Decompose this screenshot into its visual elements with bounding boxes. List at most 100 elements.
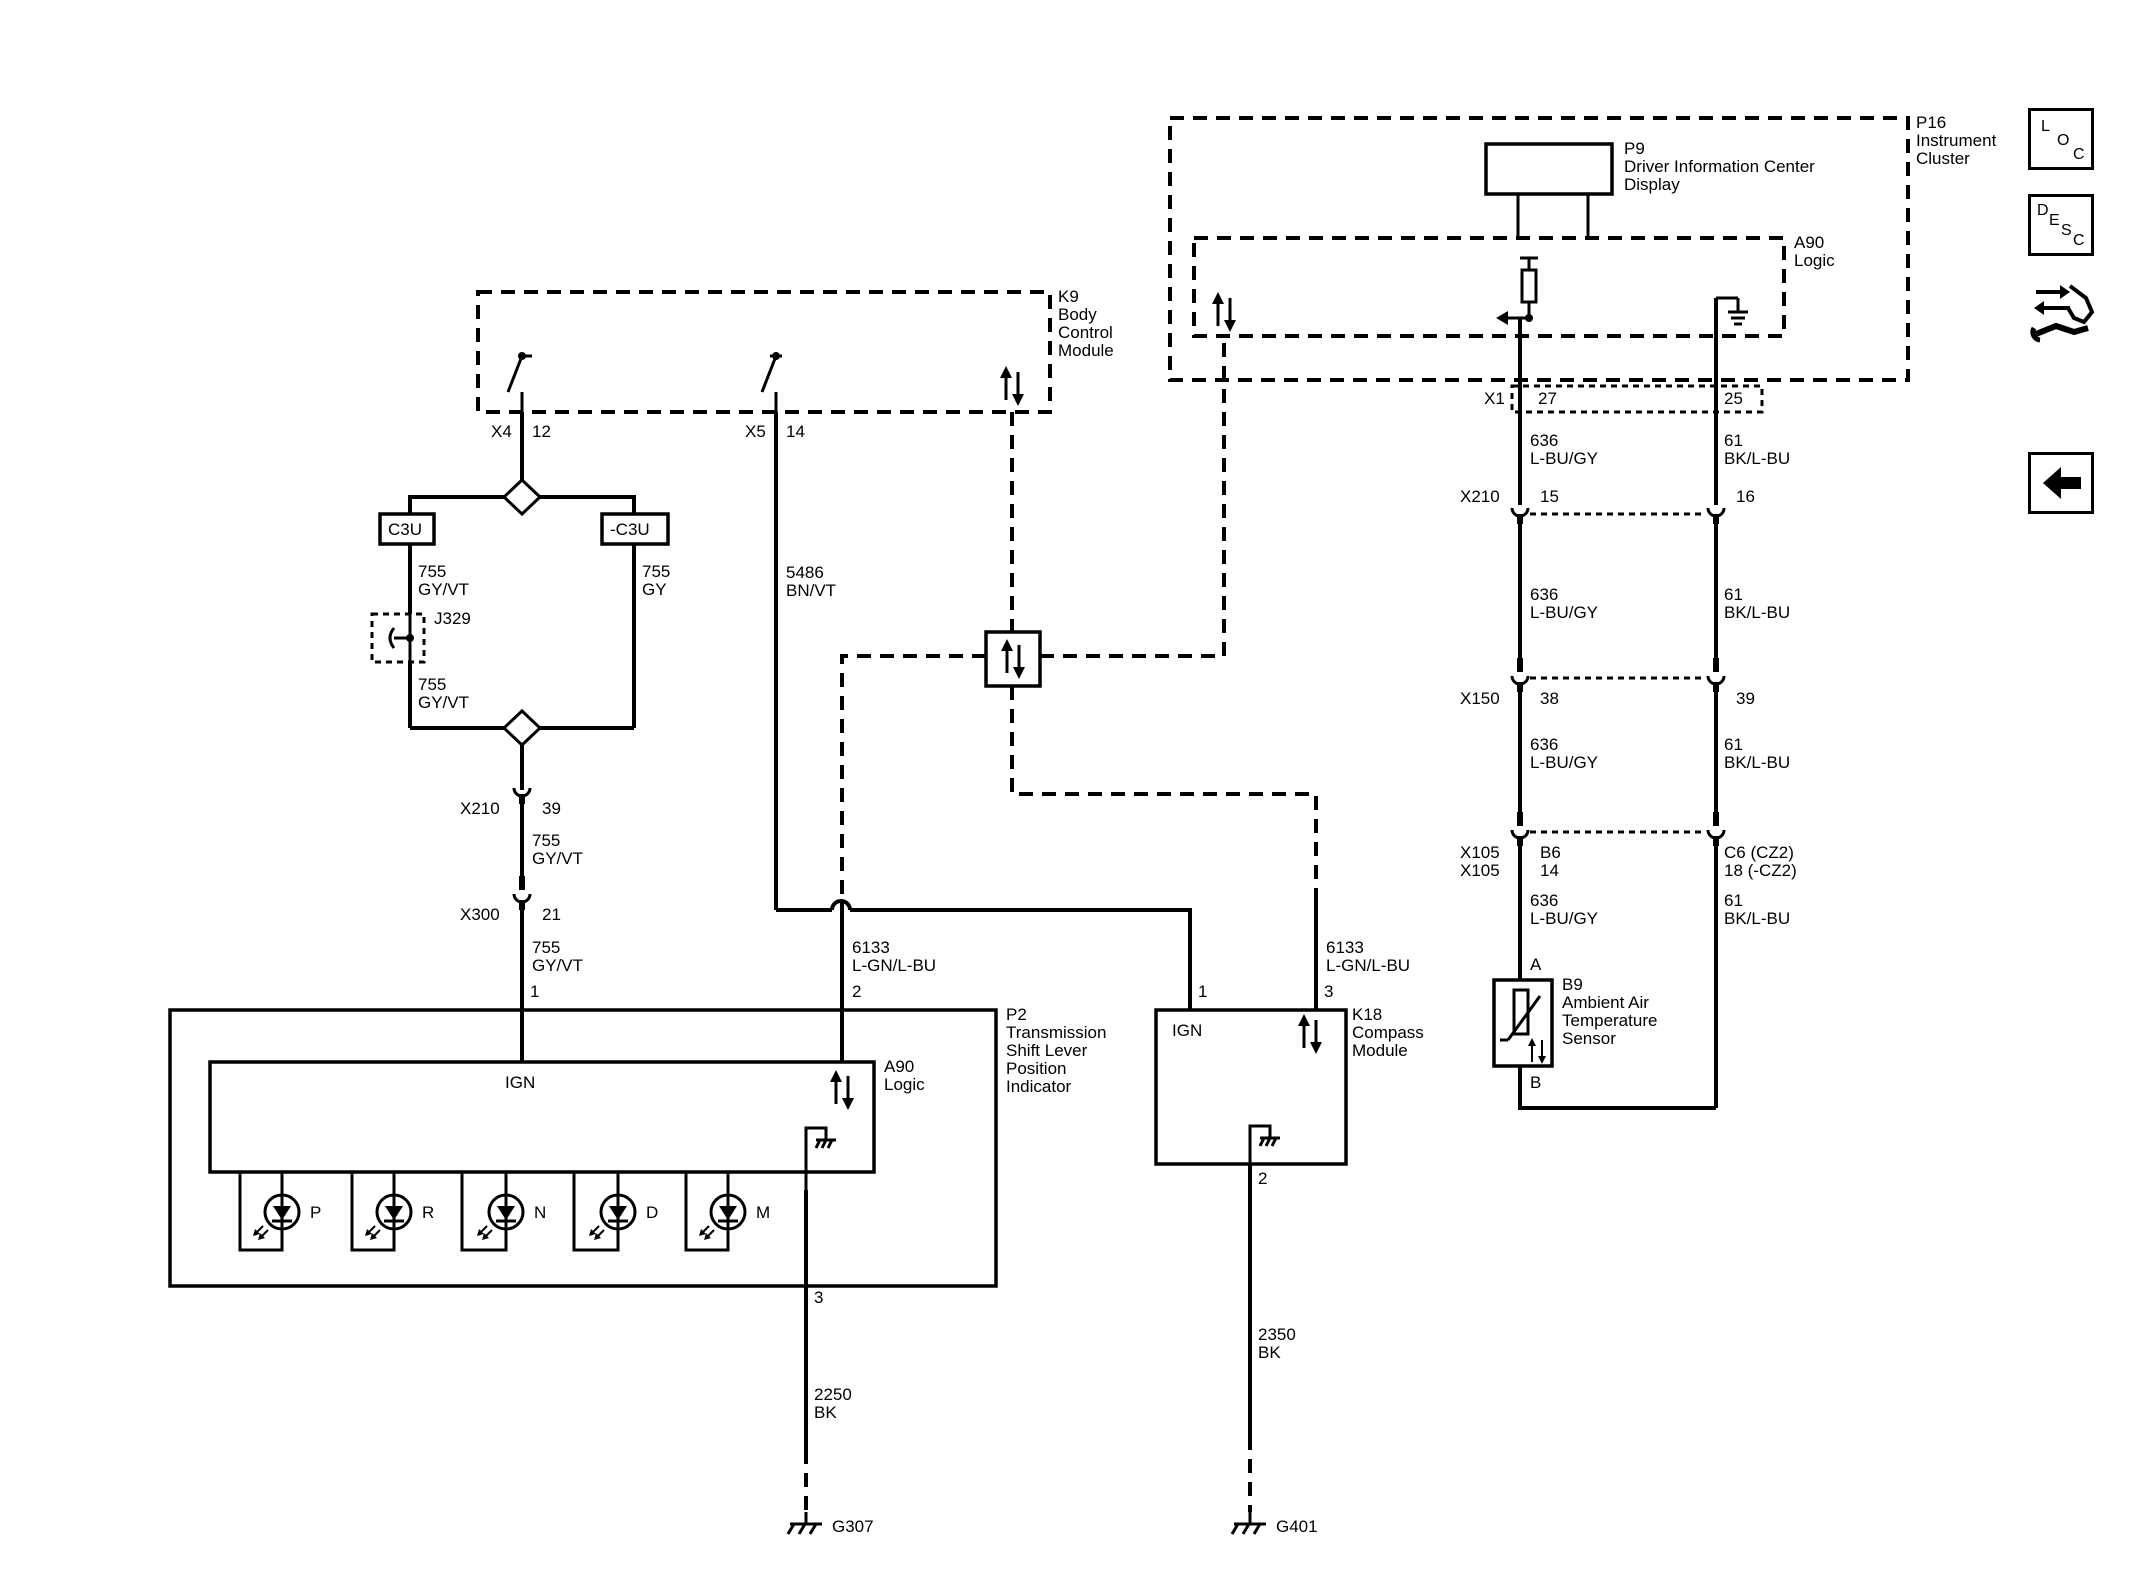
k9-name-line3: Module (1058, 341, 1114, 360)
x105-c6-label: C6 (CZ2) (1724, 843, 1794, 862)
left-branch-circuit-755: C3U -C3U 755 GY/VT 755 GY J329 755 GY/VT… (370, 412, 670, 1062)
wire-636-3-color: L-BU/GY (1530, 753, 1598, 772)
p9-display-box (1484, 142, 1614, 196)
p16-a90-name: Logic (1794, 251, 1835, 270)
p2-name-line2: Shift Lever (1006, 1041, 1088, 1060)
x150-pin1: 38 (1540, 689, 1559, 708)
led-n-label: N (534, 1203, 546, 1222)
wire-6133-a-color: L-GN/L-BU (852, 956, 936, 975)
x105-b6-pin: 14 (1540, 861, 1559, 880)
splice-top-icon (501, 477, 543, 517)
wire-755-gyvt-4-num: 755 (532, 938, 560, 957)
p2-a90-name: Logic (884, 1075, 925, 1094)
connector-tool-button[interactable] (2030, 278, 2096, 348)
wire-636-1-color: L-BU/GY (1530, 449, 1598, 468)
p2-name-line1: Transmission (1006, 1023, 1106, 1042)
wire-61-4-color: BK/L-BU (1724, 909, 1790, 928)
thermistor-icon (1500, 988, 1546, 1064)
b9-name-line1: Ambient Air (1562, 993, 1649, 1012)
k9-pin-x4: 12 (532, 422, 551, 441)
k9-switch-x5-icon (760, 352, 782, 412)
wire-61-2-color: BK/L-BU (1724, 603, 1790, 622)
desc-letter-s: S (2061, 222, 2072, 239)
wire-61-2-num: 61 (1724, 585, 1743, 604)
option-c3u-box (378, 512, 436, 546)
k9-body-control-module: K9 Body Control Module X4 12 X5 14 (476, 287, 1114, 441)
wire-61-1-color: BK/L-BU (1724, 449, 1790, 468)
back-button[interactable] (2028, 452, 2094, 514)
b9-name-line2: Temperature (1562, 1011, 1657, 1030)
ground-g307-icon (786, 1510, 824, 1536)
x150-pin2: 39 (1736, 689, 1755, 708)
x210-left-conn: X210 (460, 799, 500, 818)
wire-636-2-num: 636 (1530, 585, 1558, 604)
wire-755-gy-num: 755 (642, 562, 670, 581)
x105-c6-alt: 18 (-CZ2) (1724, 861, 1797, 880)
serial-data-splice-icon (999, 637, 1027, 681)
wire-755-gyvt-4-color: GY/VT (532, 956, 583, 975)
wire-636-2-color: L-BU/GY (1530, 603, 1598, 622)
led-m-indicator: M (684, 1172, 770, 1252)
k18-pin-3: 3 (1324, 982, 1333, 1001)
x150-38-connector-icon (1510, 674, 1530, 694)
wire-2250-num: 2250 (814, 1385, 852, 1404)
wire-755-gyvt-3-color: GY/VT (532, 849, 583, 868)
wire-755-gyvt-1-num: 755 (418, 562, 446, 581)
p2-pin-3: 3 (814, 1288, 823, 1307)
desc-letter-c: C (2073, 232, 2085, 249)
x105-conn-b: X105 (1460, 861, 1500, 880)
p16-pullup-resistor-icon (1496, 256, 1538, 325)
led-r-icon (363, 1193, 413, 1242)
p16-pin-27: 27 (1538, 389, 1557, 408)
loc-letter-l: L (2041, 118, 2050, 135)
k18-name-line2: Module (1352, 1041, 1408, 1060)
led-r-indicator: R (350, 1172, 434, 1252)
connector-wrench-icon (2030, 284, 2095, 343)
p16-serial-data-icon (1210, 290, 1238, 334)
b9-name-line3: Sensor (1562, 1029, 1616, 1048)
k9-pin-x5: 14 (786, 422, 805, 441)
wire-755-gyvt-2-num: 755 (418, 675, 446, 694)
wire-5486-color: BN/VT (786, 581, 836, 600)
wire-755-gy-color: GY (642, 580, 667, 599)
led-d-icon (587, 1193, 637, 1242)
serial-data-splice-box (984, 630, 1042, 688)
ground-g401-icon (1230, 1510, 1268, 1536)
p2-id-label: P2 (1006, 1005, 1027, 1024)
p2-name-line4: Indicator (1006, 1077, 1072, 1096)
p16-x1-connector-outline (1510, 384, 1764, 414)
wire-6133-b-color: L-GN/L-BU (1326, 956, 1410, 975)
p2-pin-2: 2 (852, 982, 861, 1001)
k18-compass-module: 1 3 K18 Compass Module IGN 2 2350 BK G40… (1154, 982, 1424, 1536)
wire-5486-num: 5486 (786, 563, 824, 582)
wire-2250-color: BK (814, 1403, 837, 1422)
wire-2350-color: BK (1258, 1343, 1281, 1362)
desc-button[interactable]: D E S C (2028, 194, 2094, 256)
p9-id-label: P9 (1624, 139, 1645, 158)
k18-name-line1: Compass (1352, 1023, 1424, 1042)
loc-letter-c: C (2073, 146, 2085, 163)
p2-a90-logic-box (208, 1060, 876, 1174)
k18-ign-label: IGN (1172, 1021, 1202, 1040)
wire-636-1-num: 636 (1530, 431, 1558, 450)
k18-logic-ground-icon (1248, 1124, 1280, 1164)
p2-logic-ground-icon (804, 1126, 836, 1190)
x210-left-pin: 39 (542, 799, 561, 818)
p2-name-line3: Position (1006, 1059, 1066, 1078)
wire-6133-b-num: 6133 (1326, 938, 1364, 957)
j329-label: J329 (434, 609, 471, 628)
k9-name-line1: Body (1058, 305, 1097, 324)
b9-pin-a: A (1530, 955, 1542, 974)
p16-name-line2: Cluster (1916, 149, 1970, 168)
x150-conn: X150 (1460, 689, 1500, 708)
ground-g401-label: G401 (1276, 1517, 1318, 1536)
x300-pin: 21 (542, 905, 561, 924)
back-arrow-icon (2043, 467, 2081, 499)
wire-636-4-color: L-BU/GY (1530, 909, 1598, 928)
p9-name-line2: Display (1624, 175, 1680, 194)
loc-button[interactable]: L O C (2028, 108, 2094, 170)
p2-pin-1: 1 (530, 982, 539, 1001)
p16-id-label: P16 (1916, 113, 1946, 132)
led-d-indicator: D (572, 1172, 658, 1252)
p16-conn-x1: X1 (1484, 389, 1505, 408)
